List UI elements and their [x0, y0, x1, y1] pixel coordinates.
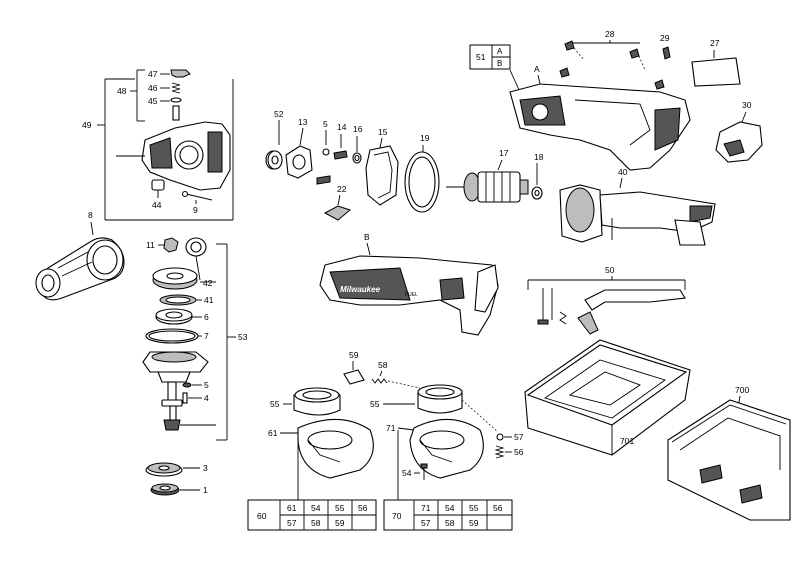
- brand-mark: Milwaukee: [340, 285, 381, 294]
- label-700: 700: [735, 385, 749, 395]
- label-48: 48: [117, 86, 127, 96]
- label-45: 45: [148, 96, 158, 106]
- kit-60-cell: 61: [287, 503, 297, 513]
- label-14: 14: [337, 122, 347, 132]
- label-15: 15: [378, 127, 388, 137]
- label-1: 1: [203, 485, 208, 495]
- label-B: B: [364, 232, 370, 242]
- label-22: 22: [337, 184, 347, 194]
- paddle-switch-group: 50: [527, 265, 686, 335]
- label-701: 701: [620, 436, 634, 446]
- label-19: 19: [420, 133, 430, 143]
- kit-60-number: 60: [257, 511, 267, 521]
- label-4: 4: [204, 393, 209, 403]
- label-6: 6: [204, 312, 209, 322]
- screw-9: [185, 193, 213, 201]
- lock-pin: [172, 105, 180, 121]
- label-54: 54: [402, 468, 412, 478]
- guard-right-group: 55 71 57 56 54: [370, 384, 524, 480]
- kit-70-cell: 54: [445, 503, 455, 513]
- ref-box-51-bottom: B: [497, 59, 502, 68]
- ref-box-51-number: 51: [476, 52, 486, 62]
- kit-table-70: 70 71 54 55 56 57 58 59: [383, 430, 513, 531]
- label-42: 42: [203, 278, 213, 288]
- guard-left-group: 59 58 55 61: [268, 350, 421, 479]
- kit-60-cell: 59: [335, 518, 345, 528]
- stator-switch-group: 40: [559, 167, 716, 246]
- label-28: 28: [605, 29, 615, 39]
- label-57: 57: [514, 432, 524, 442]
- label-49: 49: [82, 120, 92, 130]
- label-29: 29: [660, 33, 670, 43]
- label-5: 5: [204, 380, 209, 390]
- kit-70-cell: 59: [469, 518, 479, 528]
- button-spring: [171, 82, 181, 94]
- label-13: 13: [298, 117, 308, 127]
- label-17: 17: [499, 148, 509, 158]
- label-30: 30: [742, 100, 752, 110]
- label-8: 8: [88, 210, 93, 220]
- label-9: 9: [193, 205, 198, 215]
- label-52: 52: [274, 109, 284, 119]
- label-7: 7: [204, 331, 209, 341]
- label-16: 16: [353, 124, 363, 134]
- label-18: 18: [534, 152, 544, 162]
- label-27: 27: [710, 38, 720, 48]
- label-53: 53: [238, 332, 248, 342]
- label-55a: 55: [270, 399, 280, 409]
- label-41: 41: [204, 295, 214, 305]
- label-44: 44: [152, 200, 162, 210]
- kit-70-cell: 57: [421, 518, 431, 528]
- kit-70-cell: 56: [493, 503, 503, 513]
- housing-b-group: B Milwaukee FUEL: [319, 232, 499, 336]
- gear-housing-group: 49 48 47 46 45 44 9: [82, 69, 234, 221]
- kit-70-number: 70: [392, 511, 402, 521]
- ref-box-51-top: A: [497, 47, 503, 56]
- label-A: A: [534, 64, 540, 74]
- housing-a-group: 51 A B A 28 29 27 30: [469, 29, 763, 171]
- kit-70-cell: 71: [421, 503, 431, 513]
- label-3: 3: [203, 463, 208, 473]
- kit-table-60: 60 61 54 55 56 57 58 59: [247, 438, 377, 531]
- label-50: 50: [605, 265, 615, 275]
- kit-70-cell: 58: [445, 518, 455, 528]
- kit-60-cell: 56: [358, 503, 368, 513]
- spindle-group: 53 11 42 41 6 7: [142, 237, 248, 496]
- carry-case-group: 702 701 700: [524, 339, 791, 521]
- label-61: 61: [268, 428, 278, 438]
- kit-60-cell: 54: [311, 503, 321, 513]
- nut-11: [163, 237, 179, 253]
- screw-small: [316, 175, 331, 185]
- label-58: 58: [378, 360, 388, 370]
- fuel-mark: FUEL: [405, 292, 418, 298]
- label-55b: 55: [370, 399, 380, 409]
- label-40: 40: [618, 167, 628, 177]
- kit-60-cell: 58: [311, 518, 321, 528]
- kit-60-cell: 57: [287, 518, 297, 528]
- kit-70-cell: 55: [469, 503, 479, 513]
- label-71: 71: [386, 423, 396, 433]
- bushing-44: [151, 179, 165, 191]
- rear-bearing-group: 52 13 5 14 16 15 19 22: [265, 109, 440, 221]
- label-46: 46: [148, 83, 158, 93]
- label-47: 47: [148, 69, 158, 79]
- lock-button: [170, 69, 191, 78]
- washer-45: [170, 97, 182, 103]
- ref-box-51: 51 A B: [469, 44, 511, 70]
- label-5b: 5: [323, 119, 328, 129]
- nameplate-27: [691, 57, 741, 87]
- side-handle: 8: [35, 210, 125, 301]
- kit-60-cell: 55: [335, 503, 345, 513]
- armature-group: 17 18: [446, 148, 544, 203]
- label-11: 11: [146, 240, 155, 250]
- label-59: 59: [349, 350, 359, 360]
- label-56: 56: [514, 447, 524, 457]
